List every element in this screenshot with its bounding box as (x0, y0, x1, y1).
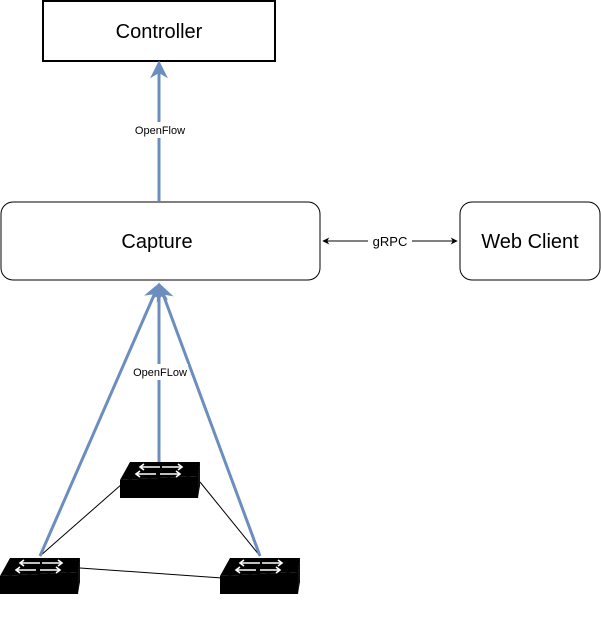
capture-node[interactable]: Capture (0, 201, 321, 281)
switch-right-icon[interactable] (219, 557, 301, 595)
web-client-node[interactable]: Web Client (459, 201, 601, 281)
web-client-label: Web Client (481, 231, 579, 253)
openflow-label: OpenFlow (135, 125, 185, 137)
controller-label: Controller (116, 21, 203, 43)
link-top-left (39, 483, 123, 557)
controller-node[interactable]: Controller (42, 0, 276, 62)
switch-right-to-capture-arrow (156, 282, 262, 557)
link-top-right (199, 481, 261, 557)
grpc-label: gRPC (373, 234, 408, 249)
openflow-switch-label: OpenFLow (133, 367, 187, 379)
switch-left-icon[interactable] (0, 557, 81, 595)
switch-top-icon[interactable] (119, 461, 201, 499)
switch-left-to-capture-arrow (38, 282, 161, 557)
link-left-right (79, 567, 223, 579)
capture-label: Capture (121, 231, 192, 253)
